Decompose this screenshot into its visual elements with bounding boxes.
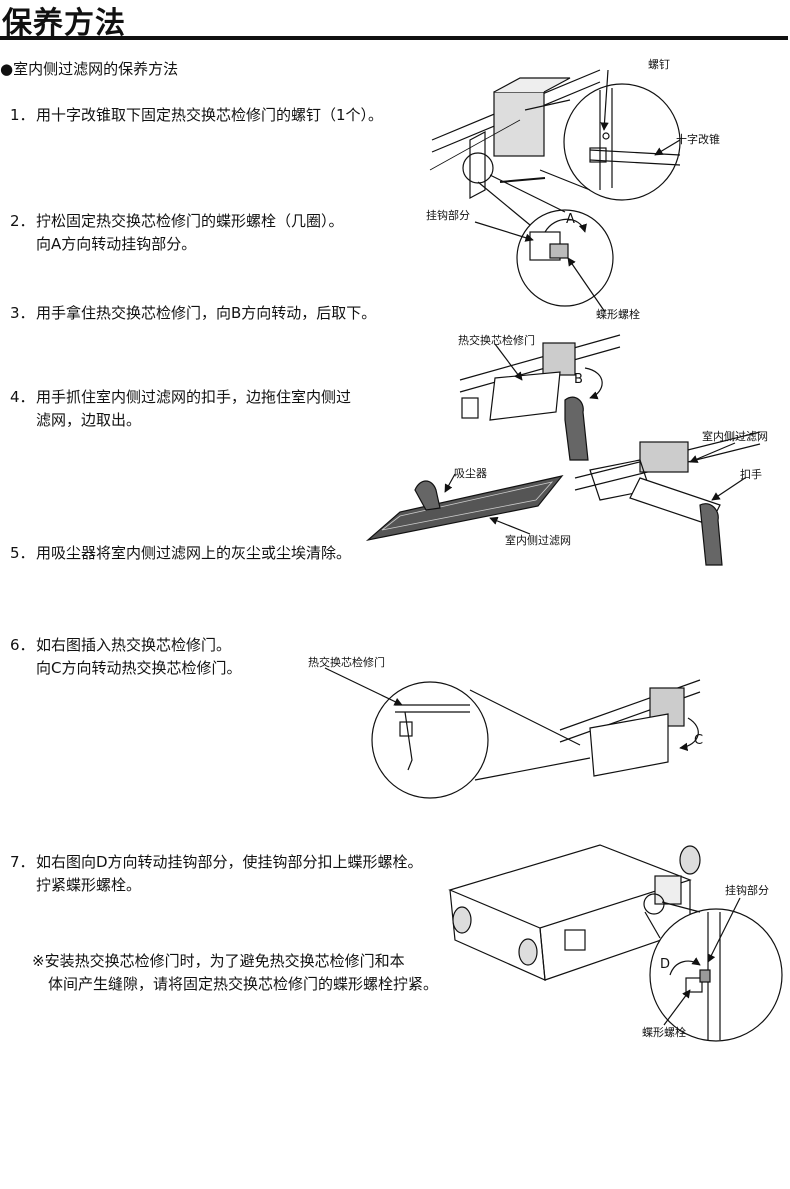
label-wing-bolt-2: 蝶形螺栓 — [642, 1025, 686, 1039]
step-text: 拧松固定热交换芯检修门的蝶形螺栓（几圈）。 — [36, 212, 344, 230]
step-4: 4．用手抓住室内侧过滤网的扣手，边拖住室内侧过 滤网，边取出。 — [10, 386, 351, 432]
figure-filter-vacuum — [365, 473, 564, 542]
step-2: 2．拧松固定热交换芯检修门的蝶形螺栓（几圈）。 向A方向转动挂钩部分。 — [10, 210, 344, 256]
step-6: 6．如右图插入热交换芯检修门。 向C方向转动热交换芯检修门。 — [10, 634, 241, 680]
label-screw: 螺钉 — [648, 58, 670, 71]
figure-door-insert — [324, 667, 701, 799]
label-door-2: 热交换芯检修门 — [308, 655, 385, 669]
label-direction-d: D — [660, 957, 670, 972]
step-number: 1． — [10, 106, 35, 124]
install-note: ※安装热交换芯检修门时，为了避免热交换芯检修门和本 体间产生缝隙，请将固定热交换… — [32, 950, 438, 996]
section-heading: ●室内侧过滤网的保养方法 — [0, 60, 179, 78]
step-number: 5． — [10, 544, 35, 562]
note-line: ※安装热交换芯检修门时，为了避免热交换芯检修门和本 — [32, 952, 405, 970]
label-door: 热交换芯检修门 — [458, 333, 535, 347]
label-filter: 室内侧过滤网 — [702, 429, 768, 443]
step-text: 拧紧蝶形螺栓。 — [36, 876, 142, 894]
step-text: 如右图向D方向转动挂钩部分，使挂钩部分扣上蝶形螺栓。 — [36, 853, 423, 871]
label-hook-2: 挂钩部分 — [725, 883, 769, 897]
label-hook: 挂钩部分 — [426, 208, 470, 222]
label-direction-c: C — [694, 733, 703, 748]
step-text: 向A方向转动挂钩部分。 — [36, 235, 197, 253]
step-number: 7． — [10, 853, 35, 871]
step-text: 如右图插入热交换芯检修门。 — [36, 636, 232, 654]
title-rule — [0, 36, 788, 40]
step-number: 2． — [10, 212, 35, 230]
step-3: 3．用手拿住热交换芯检修门，向B方向转动，后取下。 — [10, 302, 376, 325]
label-vacuum: 吸尘器 — [454, 467, 487, 480]
label-screwdriver: 十字改锥 — [676, 132, 720, 146]
figure-door-removal — [459, 334, 621, 461]
step-number: 4． — [10, 388, 35, 406]
step-5: 5．用吸尘器将室内侧过滤网上的灰尘或尘埃清除。 — [10, 542, 351, 565]
figure-hook-fasten — [448, 844, 783, 1042]
label-direction-a: A — [566, 212, 575, 227]
page-title: 保养方法 — [2, 6, 126, 41]
step-number: 3． — [10, 304, 35, 322]
figure-filter-pull — [574, 431, 761, 566]
step-text: 向C方向转动热交换芯检修门。 — [36, 659, 242, 677]
label-handle: 扣手 — [740, 467, 762, 481]
step-number: 6． — [10, 636, 35, 654]
label-filter-2: 室内侧过滤网 — [505, 533, 571, 547]
note-line: 体间产生缝隙，请将固定热交换芯检修门的蝶形螺栓拧紧。 — [48, 975, 439, 993]
label-wing-bolt: 蝶形螺栓 — [596, 307, 640, 321]
step-text: 滤网，边取出。 — [36, 411, 142, 429]
step-text: 用手拿住热交换芯检修门，向B方向转动，后取下。 — [36, 304, 377, 322]
step-text: 用手抓住室内侧过滤网的扣手，边拖住室内侧过 — [36, 388, 352, 406]
step-1: 1．用十字改锥取下固定热交换芯检修门的螺钉（1个）。 — [10, 104, 383, 127]
figure-screw-removal — [429, 69, 681, 313]
step-7: 7．如右图向D方向转动挂钩部分，使挂钩部分扣上蝶形螺栓。 拧紧蝶形螺栓。 — [10, 851, 423, 897]
step-text: 用十字改锥取下固定热交换芯检修门的螺钉（1个）。 — [36, 106, 384, 124]
label-direction-b: B — [574, 372, 583, 387]
step-text: 用吸尘器将室内侧过滤网上的灰尘或尘埃清除。 — [36, 544, 352, 562]
